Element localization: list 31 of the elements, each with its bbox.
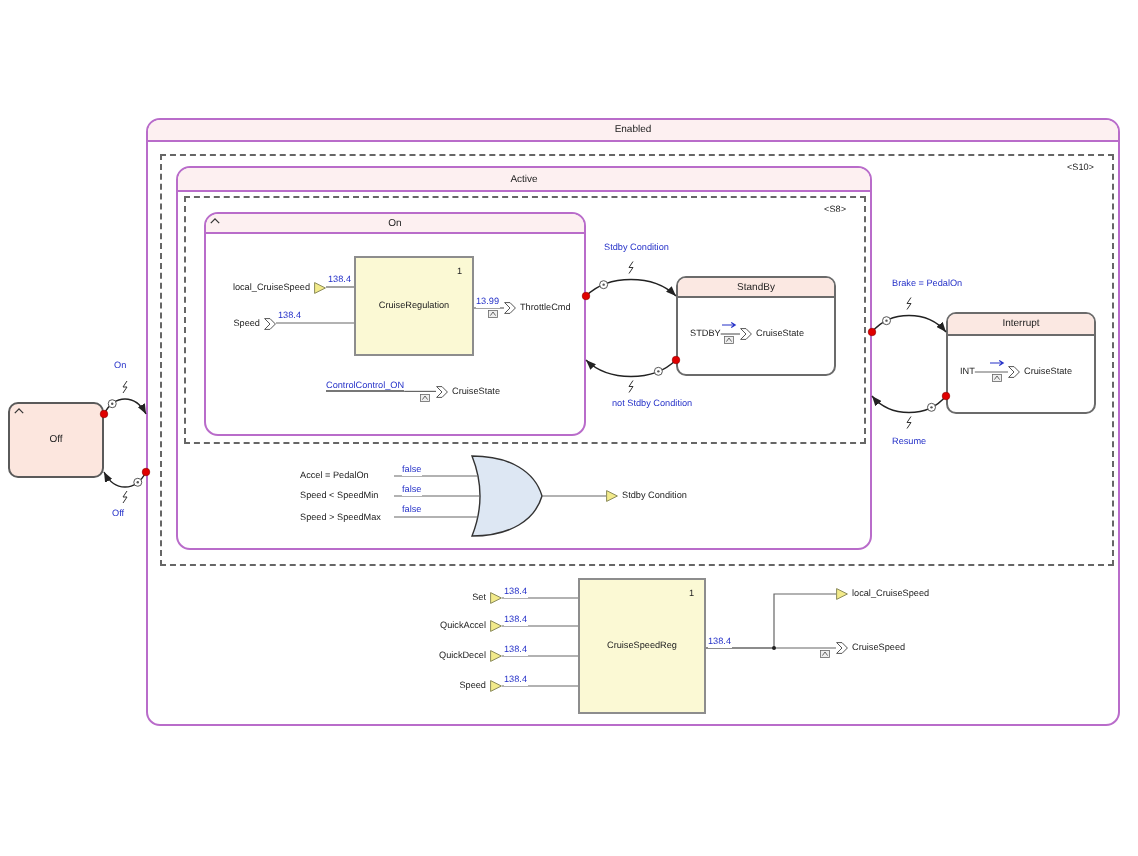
transition-arrow: [103, 471, 147, 488]
transition-arrow: [871, 314, 947, 333]
state-box: [176, 166, 872, 550]
transition-arrow: [871, 395, 947, 414]
signal-line: [705, 647, 837, 649]
signal-line: [501, 597, 579, 599]
state-box: [946, 312, 1096, 414]
state-box: [204, 212, 586, 436]
signal-line: [393, 516, 479, 518]
state-box: [8, 402, 104, 478]
signal-line: [403, 390, 437, 392]
signal-line: [501, 625, 579, 627]
signal-line: [501, 655, 579, 657]
transition-arrow: [585, 278, 677, 297]
operator-block: [354, 256, 474, 356]
region-frame: [160, 154, 1114, 566]
signal-line: [275, 322, 355, 324]
signal-line: [974, 371, 1009, 373]
state-box: [146, 118, 1120, 726]
signal-line: [393, 475, 479, 477]
state-box: [676, 276, 836, 376]
signal-line: [473, 307, 505, 309]
transition-arrow: [585, 359, 677, 378]
transition-arrow: [103, 398, 147, 415]
region-frame: [184, 196, 866, 444]
operator-block: [578, 578, 706, 714]
signal-line: [541, 495, 607, 497]
signal-line: [325, 286, 355, 288]
signal-line: [501, 685, 579, 687]
signal-line: [720, 333, 741, 335]
signal-line: [393, 495, 481, 497]
